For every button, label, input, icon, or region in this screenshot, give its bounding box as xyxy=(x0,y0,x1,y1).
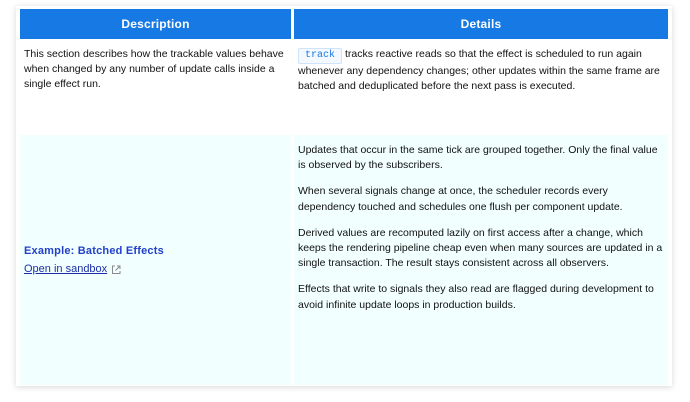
example-paragraph: Derived values are recomputed lazily on … xyxy=(298,226,663,270)
example-details-cell: Updates that occur in the same tick are … xyxy=(294,135,668,385)
example-paragraph: Effects that write to signals they also … xyxy=(298,283,654,311)
open-sandbox-link-label: Open in sandbox xyxy=(24,263,108,275)
intro-details-cell: track tracks reactive reads so that the … xyxy=(294,39,668,135)
intro-description-cell: This section describes how the trackable… xyxy=(20,39,291,135)
intro-details-text: tracks reactive reads so that the effect… xyxy=(298,48,660,93)
column-header-description: Description xyxy=(20,9,291,39)
external-link-icon xyxy=(111,264,121,274)
intro-description-text: This section describes how the trackable… xyxy=(24,48,284,91)
inline-code-track: track xyxy=(298,48,343,64)
open-sandbox-link[interactable]: Open in sandbox xyxy=(24,261,287,277)
content-frame: Description Details This section describ… xyxy=(16,6,672,386)
column-header-details: Details xyxy=(294,9,668,39)
example-title: Example: Batched Effects xyxy=(24,245,164,257)
example-paragraph: When several signals change at once, the… xyxy=(298,185,623,213)
details-table: Description Details This section describ… xyxy=(20,9,668,385)
example-paragraph: Updates that occur in the same tick are … xyxy=(298,144,658,172)
example-title-cell: Example: Batched Effects Open in sandbox xyxy=(20,135,291,385)
